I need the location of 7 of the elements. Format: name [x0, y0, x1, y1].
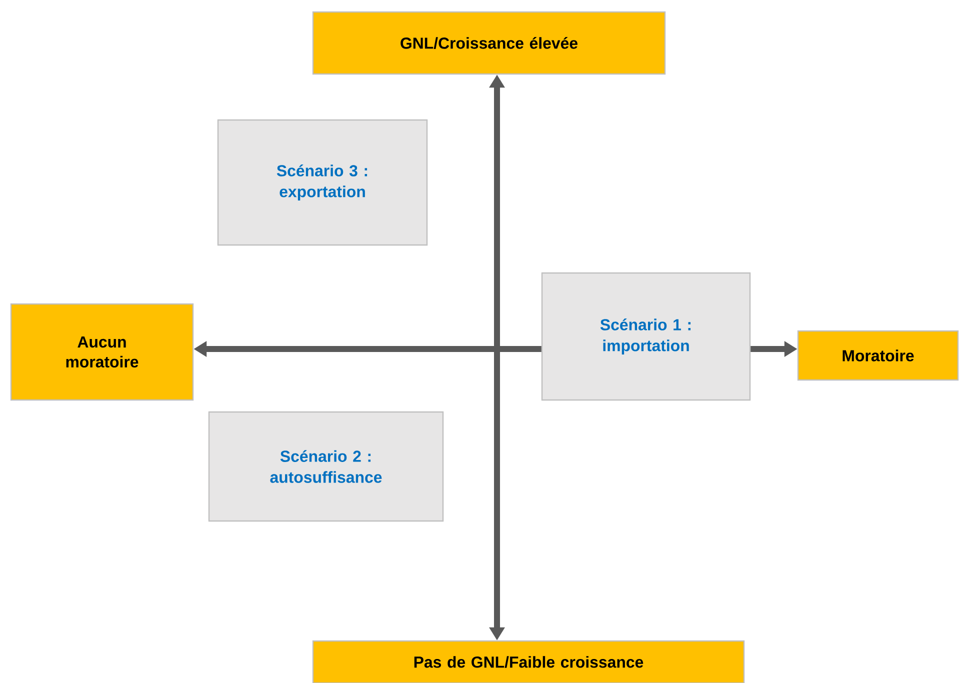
scenario-box: Scénario 1 : importation [541, 272, 751, 401]
axis-box: Aucun moratoire [10, 303, 194, 401]
axis-box: Pas de GNL/Faible croissance [312, 640, 745, 683]
scenario-box: Scénario 3 : exportation [217, 119, 428, 246]
axis-box: GNL/Croissance élevée [312, 11, 666, 75]
scenario-box: Scénario 2 : autosuffisance [208, 411, 444, 522]
axis-box: Moratoire [797, 330, 959, 381]
